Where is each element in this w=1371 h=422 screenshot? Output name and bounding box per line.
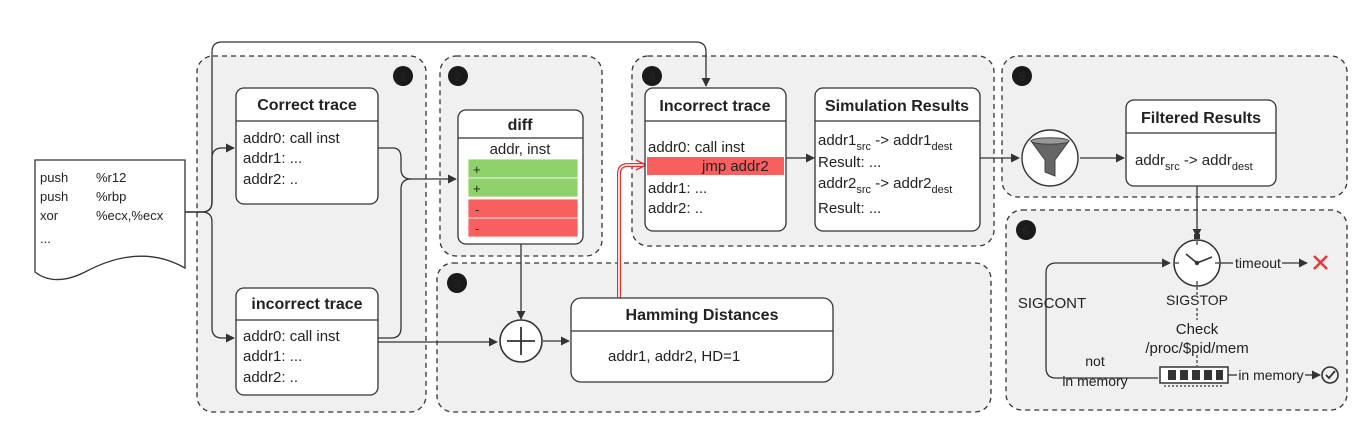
step-badge-4: 4 <box>642 66 662 86</box>
svg-text:-: - <box>475 202 479 217</box>
hamming-distances-box: Hamming Distances addr1, addr2, HD=1 <box>570 297 834 383</box>
svg-text:addr1, addr2, HD=1: addr1, addr2, HD=1 <box>608 348 740 365</box>
arrow-incorrect-to-diff <box>378 178 412 339</box>
diff-row-added <box>467 158 579 179</box>
in-memory-label: in memory <box>1238 367 1303 383</box>
step-badge-1: 1 <box>393 66 413 86</box>
svg-text:Filtered Results: Filtered Results <box>1141 110 1261 127</box>
svg-text:diff: diff <box>508 117 534 134</box>
step-badge-3: 3 <box>447 273 467 293</box>
correct-trace-box: Correct trace addr0: call inst addr1: ..… <box>235 87 379 205</box>
svg-text:addr, inst: addr, inst <box>490 141 552 158</box>
jmp-highlight <box>647 157 784 175</box>
svg-text:addr1src -> addr1dest: addr1src -> addr1dest <box>818 132 952 153</box>
svg-text:addr1: ...: addr1: ... <box>648 180 707 197</box>
arrow-code-to-step4 <box>185 41 711 213</box>
code-document <box>34 159 186 281</box>
success-check-icon <box>1321 366 1339 384</box>
stopwatch-icon <box>1173 234 1221 287</box>
not-in-memory-label: in memory <box>1062 373 1127 389</box>
incorrect-trace-sim-box: Incorrect trace addr0: call inst jmp add… <box>644 87 787 232</box>
sigstop-label: SIGSTOP <box>1166 292 1228 308</box>
svg-text:addr2: ..: addr2: .. <box>648 200 703 217</box>
svg-text:jmp addr2: jmp addr2 <box>701 158 769 175</box>
check-path-label: /proc/$pid/mem <box>1145 340 1248 357</box>
step-badge-5: 5 <box>1012 66 1032 86</box>
simulation-results-box: Simulation Results addr1src -> addr1dest… <box>814 87 981 232</box>
svg-text:xor: xor <box>40 208 59 223</box>
svg-text:Simulation Results: Simulation Results <box>825 98 969 115</box>
svg-text:Incorrect trace: Incorrect trace <box>659 98 770 115</box>
diff-box: diff addr, inst + + - - <box>457 109 584 245</box>
check-label: Check <box>1176 321 1219 338</box>
not-label: not <box>1085 353 1105 369</box>
incorrect-trace-box: incorrect trace addr0: call inst addr1: … <box>235 287 379 396</box>
region-6 <box>1005 209 1348 411</box>
svg-text:Result: ...: Result: ... <box>818 200 881 217</box>
diff-row-removed <box>467 198 579 219</box>
svg-text:addr1: ...: addr1: ... <box>243 348 302 365</box>
svg-text:1: 1 <box>399 69 406 84</box>
memory-chip-icon <box>1159 366 1229 387</box>
timeout-label: timeout <box>1235 255 1281 271</box>
svg-text:...: ... <box>40 231 51 246</box>
svg-text:%ecx,%ecx: %ecx,%ecx <box>96 208 164 223</box>
svg-text:addr2: ..: addr2: .. <box>243 369 298 386</box>
combine-plus-icon <box>499 319 543 363</box>
step-badge-6: 6 <box>1016 220 1036 240</box>
diff-row-removed <box>467 217 579 238</box>
svg-text:addr2: ..: addr2: .. <box>243 171 298 188</box>
svg-text:push: push <box>40 189 68 204</box>
svg-text:+: + <box>473 181 481 196</box>
arrow-sigcont-to-clock <box>1045 258 1171 379</box>
svg-text:push: push <box>40 170 68 185</box>
svg-text:addr2src -> addr2dest: addr2src -> addr2dest <box>818 175 952 196</box>
code-lines: push %r12 push %rbp xor %ecx,%ecx ... <box>40 170 164 246</box>
fail-x-icon <box>1313 255 1328 270</box>
arrow-correct-to-diff <box>378 147 457 184</box>
svg-text:3: 3 <box>453 276 460 291</box>
sigcont-label: SIGCONT <box>1018 295 1086 312</box>
svg-text:-: - <box>475 221 479 236</box>
svg-text:Hamming Distances: Hamming Distances <box>626 307 779 324</box>
diff-row-added <box>467 177 579 198</box>
svg-text:+: + <box>473 162 481 177</box>
arrow-code-to-incorrect <box>185 211 235 343</box>
svg-text:%rbp: %rbp <box>96 189 126 204</box>
svg-text:Result: ...: Result: ... <box>818 154 881 171</box>
svg-text:addr0: call inst: addr0: call inst <box>243 130 341 147</box>
monitor-loop <box>1045 258 1321 380</box>
svg-text:addr0: call inst: addr0: call inst <box>243 328 341 345</box>
filtered-results-box: Filtered Results addrsrc -> addrdest <box>1125 99 1277 187</box>
svg-text:4: 4 <box>648 69 656 84</box>
svg-text:addrsrc -> addrdest: addrsrc -> addrdest <box>1135 152 1253 173</box>
filter-funnel-icon <box>1021 129 1079 187</box>
svg-text:%r12: %r12 <box>96 170 126 185</box>
step-badge-2: 2 <box>448 66 468 86</box>
svg-text:addr0: call inst: addr0: call inst <box>648 139 746 156</box>
svg-text:2: 2 <box>454 69 461 84</box>
svg-text:addr1: ...: addr1: ... <box>243 150 302 167</box>
svg-text:Correct trace: Correct trace <box>257 97 357 114</box>
svg-text:6: 6 <box>1022 223 1029 238</box>
svg-text:5: 5 <box>1018 69 1025 84</box>
svg-text:incorrect trace: incorrect trace <box>251 296 362 313</box>
